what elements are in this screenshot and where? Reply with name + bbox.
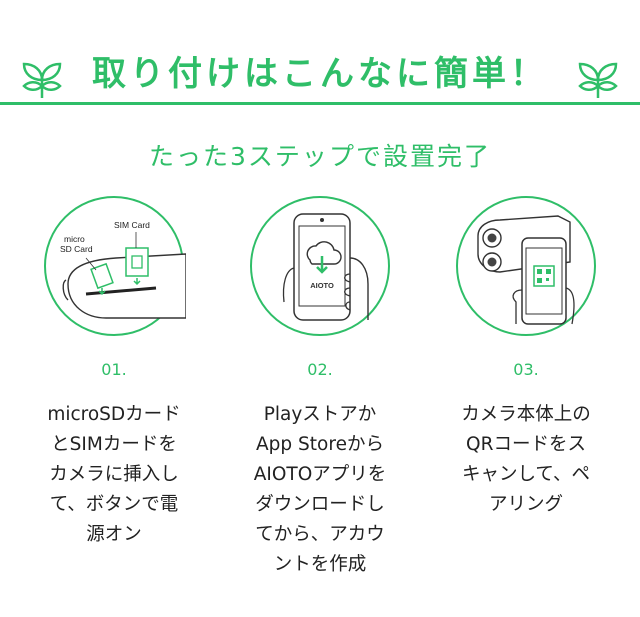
step-description-line: ントを作成 xyxy=(273,554,367,575)
step-number: 01. xyxy=(101,360,127,379)
divider xyxy=(0,102,640,105)
sim-card-label: SIM Card xyxy=(114,220,150,230)
qr-scan-icon xyxy=(477,215,575,325)
step-1-illustration: SIM Card micro SD Card xyxy=(44,196,186,336)
app-brand-label: AIOTO xyxy=(310,281,334,290)
step-number: 02. xyxy=(307,360,333,379)
step-description-line: カメラ本体上の xyxy=(461,404,591,425)
sd-card-label-line1: micro xyxy=(64,234,85,244)
step-description: Playストアか App Storeから AIOTOアプリを ダウンロードし て… xyxy=(220,400,420,580)
step-description-line: てから、アカウ xyxy=(255,524,385,545)
sd-card-label-line2: SD Card xyxy=(60,244,93,254)
sprout-icon xyxy=(578,62,618,98)
step-description-line: Playストアか xyxy=(263,404,377,425)
step-description: カメラ本体上の QRコードをス キャンして、ペ アリング xyxy=(426,400,626,520)
step-description-line: カメラに挿入し xyxy=(49,464,179,485)
step-description-line: アリング xyxy=(488,494,563,515)
phone-download-icon: AIOTO xyxy=(282,213,369,321)
step-description-line: て、ボタンで電 xyxy=(49,494,179,515)
step-description-line: 源オン xyxy=(86,524,142,545)
insert-card-icon: SIM Card micro SD Card xyxy=(60,220,186,319)
page-title: 取り付けはこんなに簡単！ xyxy=(92,54,548,94)
step-number: 03. xyxy=(513,360,539,379)
page-subtitle: たった3ステップで設置完了 xyxy=(149,142,491,171)
step-description-line: AIOTOアプリを xyxy=(253,464,387,485)
step-3-illustration xyxy=(456,196,596,336)
step-description: microSDカード とSIMカードを カメラに挿入し て、ボタンで電 源オン xyxy=(14,400,214,550)
step-description-line: microSDカード xyxy=(47,404,181,425)
step-description-line: ダウンロードし xyxy=(255,494,385,515)
step-description-line: App Storeから xyxy=(256,434,384,455)
step-2-illustration: AIOTO xyxy=(250,196,390,336)
step-description-line: キャンして、ペ xyxy=(461,464,591,485)
step-description-line: QRコードをス xyxy=(466,434,586,455)
header: 取り付けはこんなに簡単！ xyxy=(0,0,640,105)
step-description-line: とSIMカードを xyxy=(51,434,177,455)
sprout-icon xyxy=(22,62,62,98)
